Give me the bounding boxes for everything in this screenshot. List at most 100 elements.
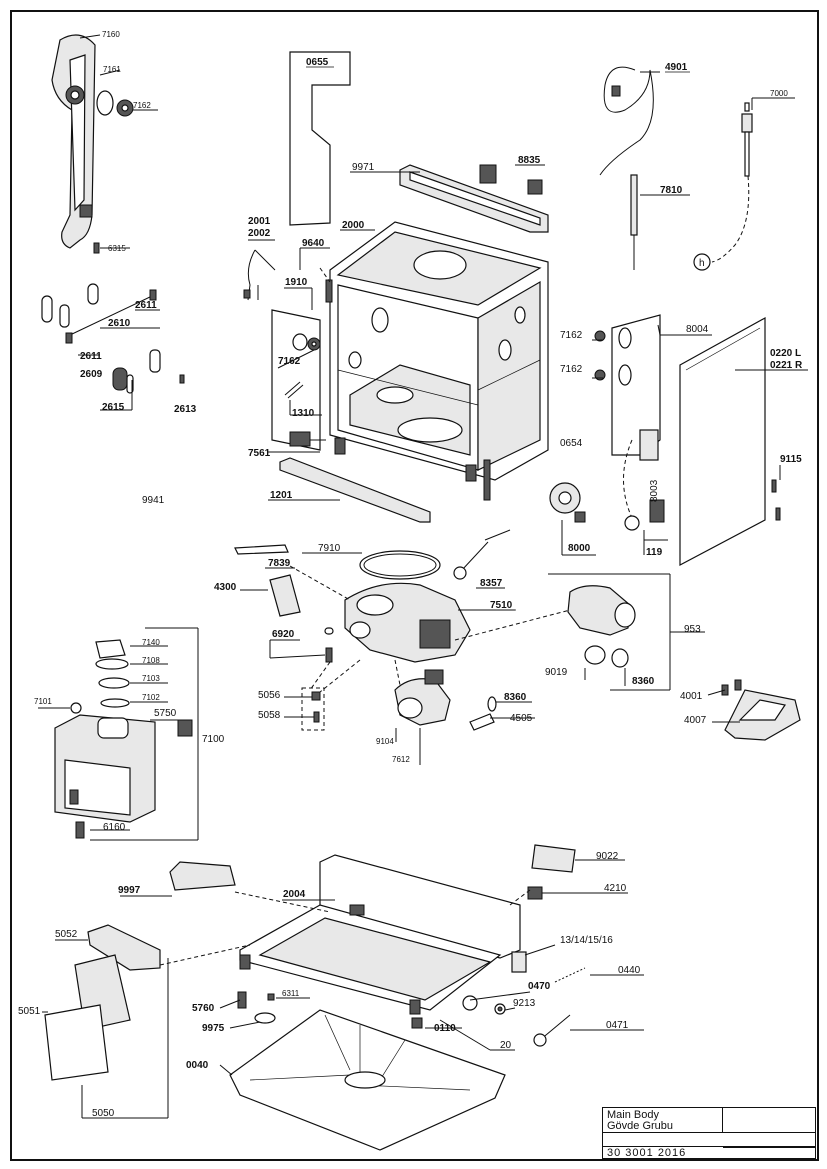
label-7561: 7561 (248, 448, 271, 459)
wheel-2611[interactable] (41, 283, 99, 328)
valve-5750[interactable] (177, 719, 193, 737)
board-9022[interactable] (531, 844, 576, 873)
ring-9213[interactable] (494, 1003, 506, 1015)
rod-2610[interactable] (65, 289, 157, 344)
tray-4007[interactable] (724, 689, 801, 741)
sensor-6920[interactable] (324, 627, 334, 663)
stopper-4001[interactable] (721, 679, 742, 696)
label-2002: 2002 (248, 228, 271, 239)
latch-8003[interactable] (623, 439, 665, 523)
label-6160: 6160 (103, 822, 126, 833)
sump-7510[interactable] (344, 582, 471, 663)
label-0655: 0655 (306, 57, 329, 68)
fuse-119[interactable] (624, 515, 640, 531)
hose-8357[interactable] (453, 529, 511, 580)
label-9941: 9941 (142, 495, 165, 506)
part-5056[interactable] (311, 691, 321, 701)
clip-6315[interactable] (93, 242, 100, 254)
bearing-7162-mid[interactable] (307, 337, 321, 351)
harness-4901[interactable] (599, 66, 654, 176)
seal-7103[interactable] (98, 677, 130, 689)
seal-7910[interactable] (359, 550, 441, 580)
switch-13-16[interactable] (511, 951, 527, 973)
label-underlines (306, 66, 690, 611)
top-rail-9971[interactable] (399, 164, 549, 233)
label-9640: 9640 (302, 238, 325, 249)
bearing-7162-right-a[interactable] (594, 330, 606, 342)
hinge-spring-2001[interactable] (243, 249, 276, 301)
label-4901: 4901 (665, 62, 688, 73)
label-6311: 6311 (282, 989, 300, 998)
clamp-8360-right[interactable] (611, 648, 629, 668)
sensor-8000[interactable] (549, 482, 586, 523)
foot-0110[interactable] (411, 1017, 423, 1029)
ring-9019[interactable] (584, 645, 606, 665)
box-5056-5058 (301, 687, 325, 731)
label-7162-top: 7162 (133, 101, 151, 110)
label-2611-b: 2611 (80, 351, 102, 362)
label-0110: 0110 (434, 1023, 456, 1034)
part-5760[interactable] (237, 991, 247, 1009)
screw-2613[interactable] (179, 374, 185, 384)
label-7910: 7910 (318, 543, 341, 554)
label-13-16: 13/14/15/16 (560, 935, 613, 946)
seal-7108[interactable] (95, 658, 129, 670)
clip-7839[interactable] (234, 544, 289, 555)
door-panel-1910[interactable] (271, 309, 321, 451)
label-9971: 9971 (352, 162, 375, 173)
base-plate-0040[interactable] (229, 1009, 506, 1151)
seal-ring-7161[interactable] (96, 90, 114, 116)
label-2611-a: 2611 (135, 300, 157, 311)
pin-1310[interactable] (284, 381, 304, 399)
side-panel-0655[interactable] (289, 51, 351, 226)
sensor-4210[interactable] (527, 886, 543, 900)
ring-0470[interactable] (462, 995, 478, 1011)
label-4505: 4505 (510, 713, 533, 724)
part-5058[interactable] (313, 711, 320, 723)
clip-2615[interactable] (149, 349, 161, 373)
tub-frame-2000[interactable] (325, 221, 549, 501)
marker-h: h (699, 258, 705, 269)
label-1201: 1201 (270, 490, 293, 501)
label-0220: 0220 L (770, 348, 801, 359)
label-8835: 8835 (518, 155, 541, 166)
inlet-hose-7000[interactable] (693, 102, 753, 271)
valve-6160[interactable] (75, 821, 85, 839)
motor-bracket-4300[interactable] (269, 574, 301, 617)
seal-7102[interactable] (100, 698, 130, 708)
hinge-arm-7160[interactable] (51, 34, 96, 249)
display-5052[interactable] (87, 924, 161, 971)
ring-7101[interactable] (70, 702, 82, 714)
spring-0440[interactable] (554, 967, 586, 983)
label-9997: 9997 (118, 885, 141, 896)
heater-pump-953[interactable] (567, 585, 636, 636)
side-panel-0220[interactable] (679, 316, 766, 566)
label-7612: 7612 (392, 755, 410, 764)
bearing-7162-top[interactable] (116, 99, 134, 117)
lock-7561[interactable] (289, 431, 326, 447)
label-7101: 7101 (34, 697, 52, 706)
side-bracket-8004[interactable] (611, 314, 661, 461)
base-frame-2004[interactable] (239, 854, 521, 1015)
softener-7100[interactable] (54, 714, 156, 823)
float-0471[interactable] (533, 1014, 571, 1047)
cap-7140[interactable] (95, 639, 126, 659)
part-6311[interactable] (267, 993, 275, 1001)
rod-7810[interactable] (630, 174, 638, 270)
label-7162-mid: 7162 (278, 356, 301, 367)
wheel-2609[interactable] (112, 367, 134, 394)
bracket-8835[interactable] (479, 164, 543, 195)
label-9115: 9115 (780, 454, 802, 465)
label-7810: 7810 (660, 185, 683, 196)
hose-4505[interactable] (469, 713, 495, 731)
rail-1201[interactable] (279, 457, 431, 523)
label-8357: 8357 (480, 578, 503, 589)
drain-pump-9104[interactable] (394, 669, 451, 726)
clamp-8360-mid[interactable] (487, 696, 497, 712)
box-9997[interactable] (169, 861, 236, 891)
label-7100: 7100 (202, 734, 225, 745)
label-4210: 4210 (604, 883, 627, 894)
screw-9115[interactable] (771, 479, 781, 521)
foot-9975[interactable] (254, 1012, 276, 1024)
pcb-5051[interactable] (44, 954, 131, 1081)
